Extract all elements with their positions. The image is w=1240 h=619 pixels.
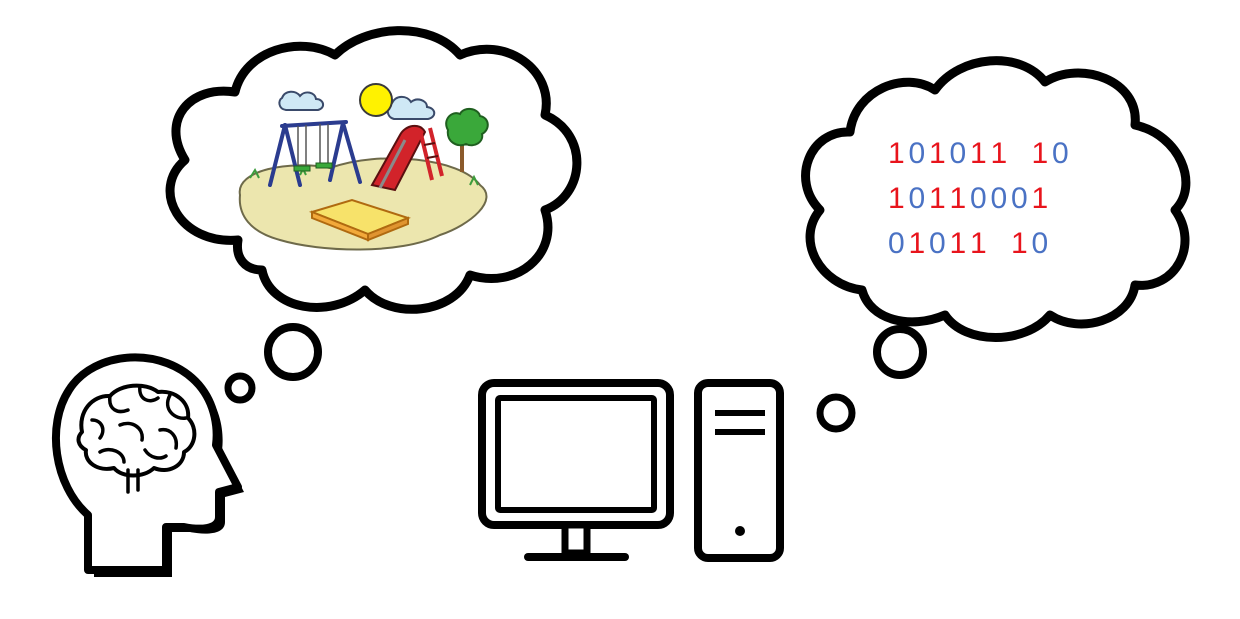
binary-digit: 1 [991,137,1008,170]
binary-digit: 0 [991,182,1008,215]
binary-digit: 0 [929,227,946,260]
binary-digit: 0 [909,182,926,215]
binary-digit [1011,137,1019,170]
binary-digit: 0 [909,137,926,170]
binary-digit: 1 [1011,227,1028,260]
binary-digit: 1 [929,137,946,170]
binary-digit: 0 [970,182,987,215]
desktop-computer-icon [478,379,784,562]
computer-thought-cloud [801,56,1191,342]
binary-digit: 1 [970,227,987,260]
computer-thought-bubbles [816,325,927,433]
computer-tower-icon [694,379,784,562]
binary-digit: 0 [950,137,967,170]
monitor-icon [478,379,674,561]
binary-digit: 1 [909,227,926,260]
playground-icon [238,83,489,251]
binary-digit: 1 [888,137,905,170]
binary-digit: 1 [1032,137,1049,170]
binary-digit: 1 [970,137,987,170]
binary-digit: 1 [950,227,967,260]
binary-digit: 0 [1052,137,1069,170]
binary-digit: 1 [950,182,967,215]
human-head-brain-icon [51,353,244,577]
binary-digit: 1 [888,182,905,215]
binary-digit: 0 [1011,182,1028,215]
binary-digit: 0 [1032,227,1049,260]
binary-digit [991,227,999,260]
binary-digit: 1 [1032,182,1049,215]
binary-digit: 1 [929,182,946,215]
human-thought-bubbles [224,323,322,404]
binary-digit: 0 [888,227,905,260]
